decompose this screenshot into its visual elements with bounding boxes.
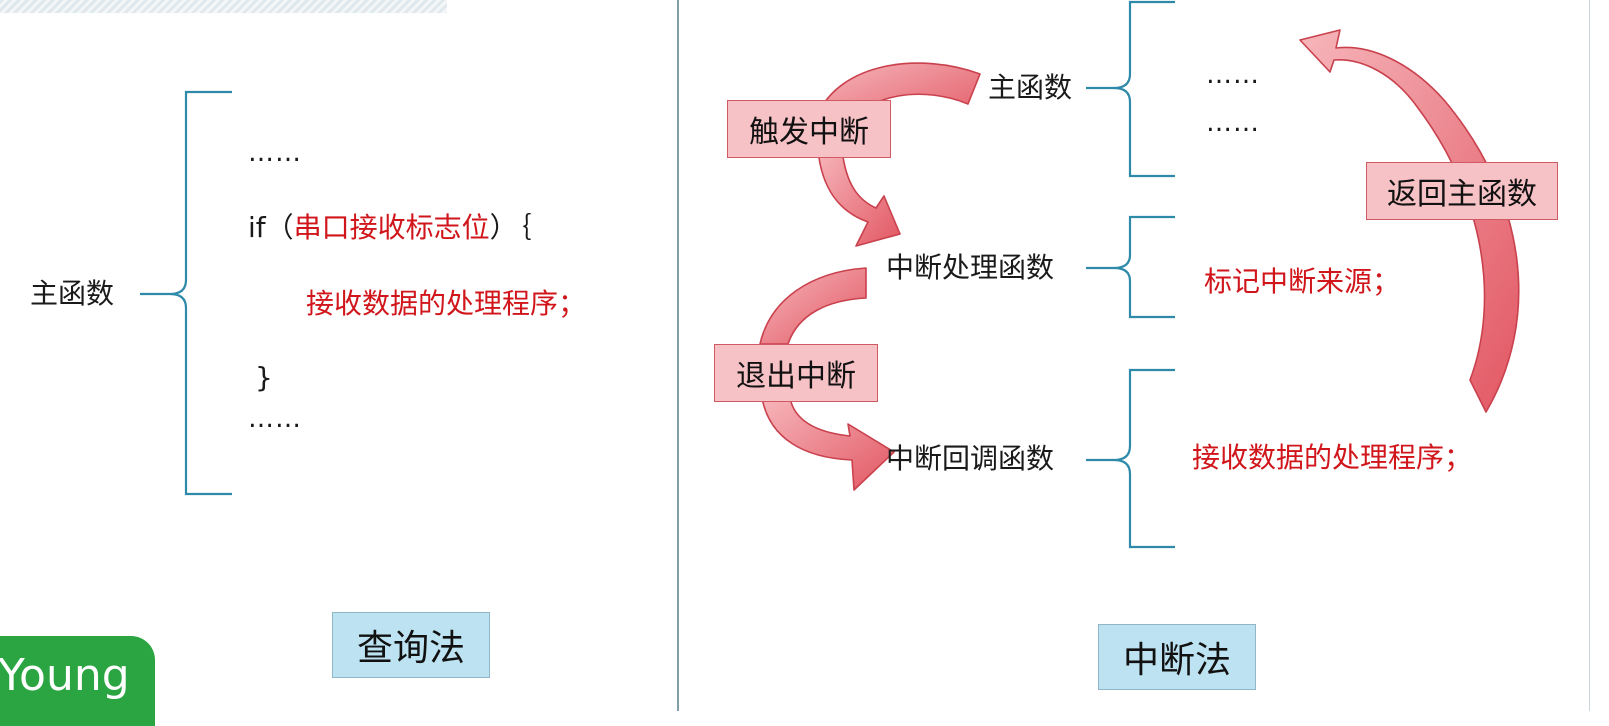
right-main-function: 主函数 — [988, 71, 1073, 104]
left-main-brace — [140, 90, 232, 496]
return-main-label: 返回主函数 — [1366, 162, 1558, 220]
right-ellipsis-2: …… — [1206, 108, 1260, 138]
left-ellipsis-bottom: …… — [248, 404, 302, 434]
interrupt-method-label: 中断法 — [1098, 624, 1256, 690]
return-arrow — [1299, 29, 1520, 413]
trigger-arrow-down — [817, 149, 901, 247]
interrupt-callback-body: 接收数据的处理程序； — [1192, 441, 1473, 474]
panel-divider — [677, 0, 679, 711]
left-main-function: 主函数 — [30, 277, 115, 310]
exit-arrow-down — [761, 397, 895, 491]
right-main-brace — [1086, 0, 1175, 178]
callback-brace — [1086, 368, 1175, 549]
interrupt-handler-body: 标记中断来源； — [1204, 265, 1401, 298]
if-condition: 串口接收标志位 — [293, 211, 490, 244]
polling-method-label: 查询法 — [332, 612, 490, 678]
if-prefix: if（ — [248, 211, 294, 244]
interrupt-callback-function: 中断回调函数 — [886, 442, 1055, 475]
brand-logo: Young — [0, 636, 155, 726]
trigger-interrupt-label: 触发中断 — [727, 100, 891, 158]
left-handler-body: 接收数据的处理程序； — [306, 287, 587, 320]
interrupt-handler-function: 中断处理函数 — [886, 251, 1055, 284]
right-edge-line — [1589, 0, 1590, 711]
exit-interrupt-label: 退出中断 — [714, 344, 878, 402]
left-ellipsis-top: …… — [248, 138, 302, 168]
right-ellipsis-1: …… — [1206, 60, 1260, 90]
if-suffix: ）｛ — [489, 211, 532, 244]
header-stripe — [0, 0, 447, 13]
exit-arrow-top — [759, 267, 867, 345]
if-close-brace: } — [255, 361, 273, 394]
isr-brace — [1086, 215, 1175, 319]
if-statement: if（串口接收标志位）｛ — [248, 214, 532, 242]
